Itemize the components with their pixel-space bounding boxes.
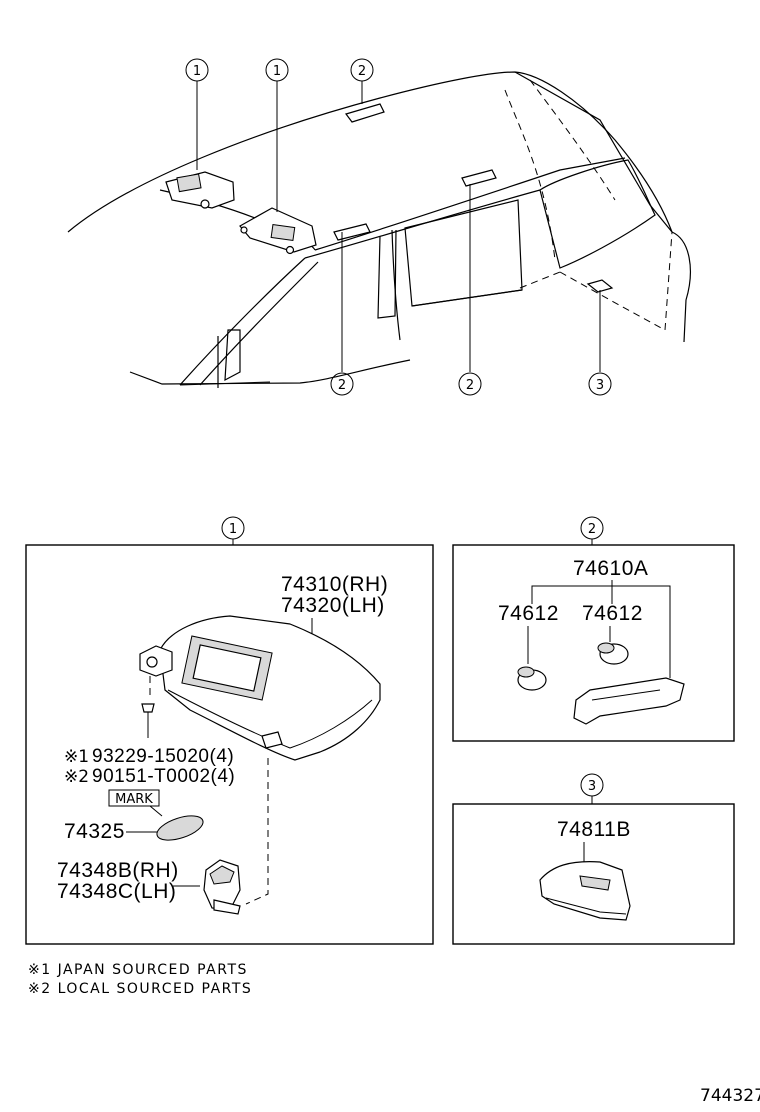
plug-a-drawing: [517, 666, 547, 691]
section-1-frame: [25, 544, 434, 945]
section-2-assist-grip: 2 74610A 74612 74612: [452, 516, 735, 742]
section-3-lamp: 3 74811B: [452, 773, 735, 945]
svg-text:2: 2: [588, 522, 596, 537]
svg-text:3: 3: [588, 779, 596, 794]
lamp-drawing: [539, 861, 631, 921]
callout-2-grip-c: 2: [458, 372, 482, 396]
plug-b-drawing: [597, 642, 629, 665]
screw-part-number-1: 93229-15020(4): [92, 746, 234, 767]
plug-a-part-number: 74612: [498, 602, 559, 625]
section-3-callout: 3: [580, 773, 604, 797]
vehicle-roof-illustration: 1 1 2 2 2 3: [67, 58, 691, 396]
section-1-callout: 1: [221, 516, 245, 540]
svg-text:2: 2: [466, 378, 474, 393]
note-local-sourced: ※2 LOCAL SOURCED PARTS: [28, 981, 252, 997]
assist-grip-drawing: [573, 677, 685, 725]
sun-visor-drawing: [139, 615, 381, 761]
screw-source-mark-2: ※2: [64, 767, 89, 787]
visor-rh-part-number: 74310(RH): [281, 573, 388, 596]
mirror-cover-drawing: [156, 815, 204, 841]
visor-lh-part-number: 74320(LH): [281, 594, 385, 617]
section-2-frame: [452, 544, 735, 742]
svg-text:1: 1: [193, 64, 201, 79]
mark-label: MARK: [115, 792, 153, 807]
assist-grip-part-number: 74610A: [573, 557, 648, 580]
screw-part-number-2: 90151-T0002(4): [92, 766, 235, 787]
svg-text:1: 1: [229, 522, 237, 537]
section-2-callout: 2: [580, 516, 604, 540]
callout-2-grip-a: 2: [350, 58, 374, 82]
plug-b-part-number: 74612: [582, 602, 643, 625]
svg-text:2: 2: [338, 378, 346, 393]
svg-text:1: 1: [273, 64, 281, 79]
callout-1-visor-a: 1: [185, 58, 209, 82]
screw-source-mark-1: ※1: [64, 747, 89, 767]
screw-drawing: [141, 676, 155, 738]
holder-rh-part-number: 74348B(RH): [57, 859, 179, 882]
lamp-part-number: 74811B: [557, 818, 631, 841]
callout-3-lamp: 3: [588, 372, 612, 396]
svg-text:2: 2: [358, 64, 366, 79]
callout-2-grip-b: 2: [330, 372, 354, 396]
visor-holder-drawing: [203, 859, 241, 915]
section-3-frame: [452, 803, 735, 945]
section-1-sun-visor: 1 74310(RH) 74320(LH) ※1 93229-15020(4) …: [25, 516, 434, 945]
illustration-code: 744327A: [700, 1086, 760, 1106]
note-japan-sourced: ※1 JAPAN SOURCED PARTS: [28, 962, 248, 978]
callout-1-visor-b: 1: [265, 58, 289, 82]
holder-lh-part-number: 74348C(LH): [57, 880, 176, 903]
mirror-cover-part-number: 74325: [64, 820, 125, 843]
svg-text:3: 3: [596, 378, 604, 393]
